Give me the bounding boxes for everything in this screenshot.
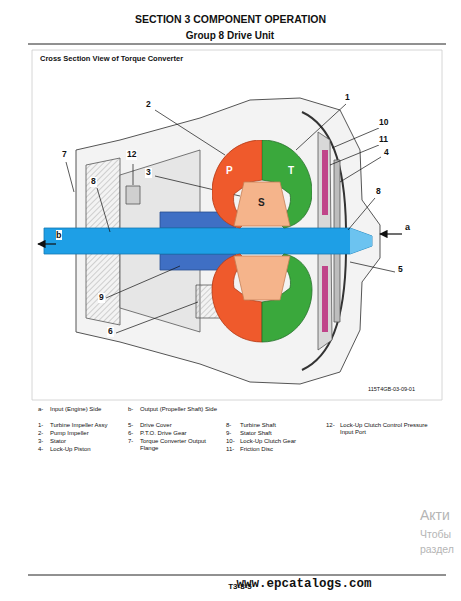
key-text: Lock-Up Piston — [50, 446, 91, 453]
key-number: 11- — [226, 446, 234, 453]
key-text: P.T.O. Drive Gear — [140, 430, 187, 437]
part-letter: P — [226, 166, 233, 176]
output-arrow — [38, 243, 56, 244]
key-text: Stator — [50, 438, 66, 445]
leader-line — [332, 128, 379, 148]
part-letter: T — [288, 166, 294, 176]
leader-line — [155, 110, 225, 155]
key-number: 6- — [128, 430, 133, 437]
site-watermark: www.epcatalogs.com — [236, 577, 371, 591]
key-text: Torque Converter Output Flange — [140, 438, 222, 452]
callout-number: 7 — [61, 150, 68, 160]
turbine-shaft — [44, 228, 372, 254]
leader-line — [106, 266, 180, 298]
key-number: 9- — [226, 430, 231, 437]
stator: S — [232, 180, 292, 228]
callout-number: 2 — [145, 100, 152, 110]
key-number: 10- — [226, 438, 235, 445]
os-watermark: раздел — [420, 543, 454, 555]
key-text: Output (Propeller Shaft) Side — [140, 406, 217, 413]
callout-number: 5 — [397, 265, 404, 275]
callout-number: 1 — [344, 93, 351, 103]
pressure-port — [126, 186, 140, 204]
key-number: 3- — [38, 438, 43, 445]
callout-number: 8 — [90, 177, 97, 187]
key-number: 1- — [38, 422, 43, 429]
figure-code: 115T4GB-03-09-01 — [368, 386, 415, 392]
key-text: Pump Impeller — [50, 430, 89, 437]
leader-line — [350, 262, 395, 272]
shaft-nose — [350, 228, 372, 254]
key-text: Input (Engine) Side — [50, 406, 101, 413]
key-text: Stator Shaft — [240, 430, 272, 437]
key-number: 7- — [128, 438, 133, 445]
key-number: 4- — [38, 446, 43, 453]
key-text: Drive Cover — [140, 422, 172, 429]
os-watermark: Акти — [420, 507, 450, 523]
side-letter: a — [405, 222, 410, 232]
callout-number: 10 — [378, 118, 389, 128]
leader-line — [296, 104, 346, 150]
key-text: Turbine Impeller Assy — [50, 422, 107, 429]
leader-line — [348, 198, 375, 230]
leader-line — [340, 157, 381, 182]
leader-line — [133, 164, 134, 185]
node-outline — [234, 182, 290, 226]
key-letter: b- — [128, 406, 133, 413]
figure-frame — [32, 50, 442, 400]
part-letter: S — [258, 198, 265, 208]
callout-number: 9 — [98, 293, 105, 303]
lower-half — [212, 254, 312, 342]
os-watermark: Чтобы — [420, 528, 451, 540]
key-text: Lock-Up Clutch Control Pressure Input Po… — [340, 422, 430, 436]
key-text: Turbine Shaft — [240, 422, 276, 429]
leader-line — [97, 188, 110, 232]
leader-line — [116, 302, 198, 333]
leader-line — [330, 145, 379, 165]
key-number: 2- — [38, 430, 43, 437]
callout-number: 8 — [375, 187, 382, 197]
callout-number: 4 — [383, 148, 390, 158]
callout-number: 6 — [107, 327, 114, 337]
section-title: SECTION 3 COMPONENT OPERATION — [0, 13, 461, 25]
header-rule — [28, 44, 446, 45]
key-number: 5- — [128, 422, 133, 429]
key-letter: a- — [38, 406, 43, 413]
key-number: 8- — [226, 422, 231, 429]
callout-number: 3 — [145, 168, 152, 178]
callout-number: 12 — [126, 150, 137, 160]
section-subtitle: Group 8 Drive Unit — [186, 30, 274, 42]
stator — [234, 256, 290, 300]
footer-rule — [28, 575, 446, 576]
key-text: Lock-Up Clutch Gear — [240, 438, 296, 445]
figure-title: Cross Section View of Torque Converter — [40, 55, 183, 64]
callout-number: 11 — [378, 135, 389, 145]
key-number: 12- — [326, 422, 335, 429]
side-letter: b — [56, 230, 62, 240]
input-arrow — [380, 233, 402, 234]
leader-line — [66, 162, 74, 192]
key-text: Friction Disc — [240, 446, 273, 453]
